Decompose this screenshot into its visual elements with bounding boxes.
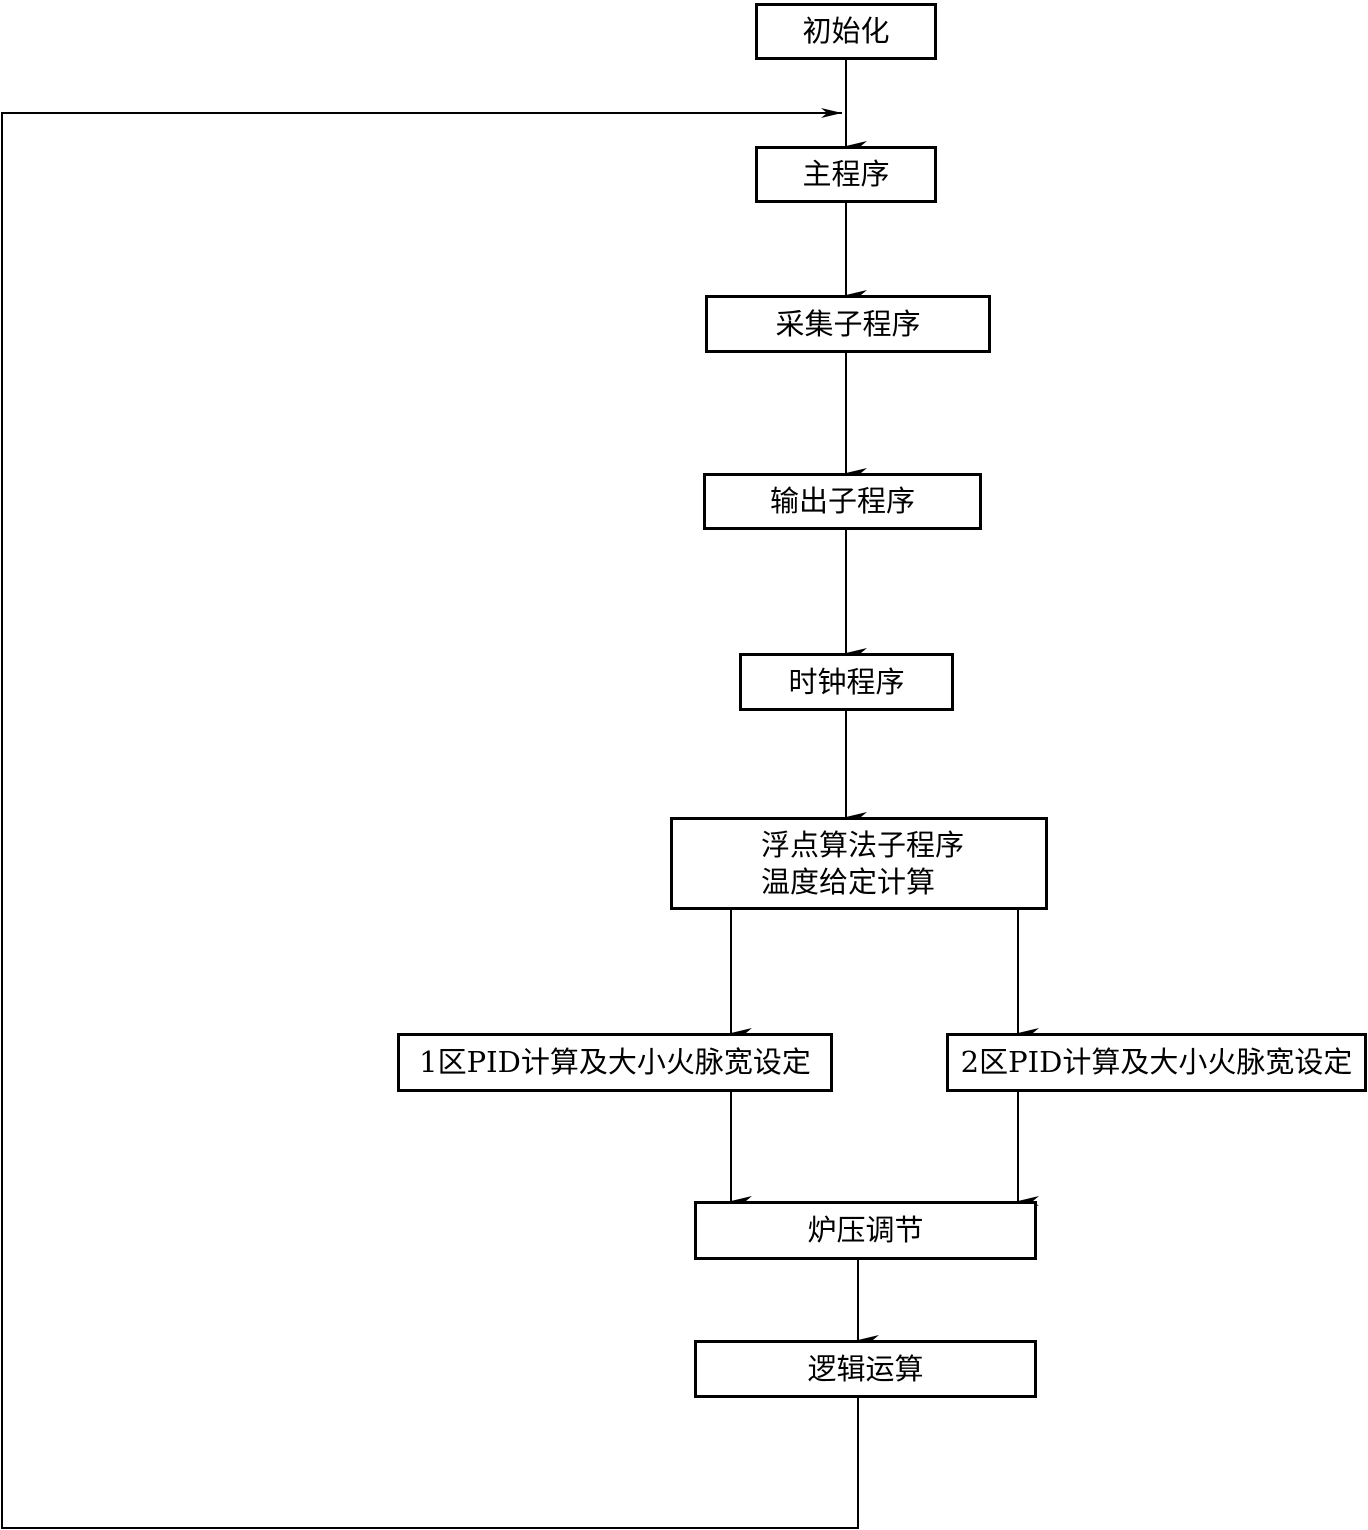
loop-back-line: [1, 108, 859, 1529]
node-acquire-label: 采集子程序: [775, 306, 921, 341]
node-logic-label: 逻辑运算: [807, 1351, 924, 1386]
node-main: 主程序: [755, 146, 937, 203]
node-pid1-label: 1区PID计算及大小火脉宽设定: [419, 1045, 811, 1080]
node-logic: 逻辑运算: [694, 1340, 1037, 1398]
node-clock: 时钟程序: [739, 653, 954, 711]
node-acquire: 采集子程序: [705, 295, 991, 353]
node-float-label-line1: 浮点算法子程序: [761, 828, 965, 863]
node-float: 浮点算法子程序 温度给定计算: [670, 817, 1048, 910]
node-clock-label: 时钟程序: [788, 664, 905, 699]
node-init-label: 初始化: [802, 14, 890, 49]
node-output: 输出子程序: [703, 473, 982, 530]
node-output-label: 输出子程序: [769, 484, 915, 519]
node-init: 初始化: [755, 3, 937, 60]
node-main-label: 主程序: [802, 157, 890, 192]
node-pid1: 1区PID计算及大小火脉宽设定: [397, 1033, 833, 1092]
node-furnace: 炉压调节: [694, 1201, 1037, 1260]
node-pid2-label: 2区PID计算及大小火脉宽设定: [960, 1045, 1353, 1080]
node-float-label-line2: 温度给定计算: [761, 864, 936, 899]
node-pid2: 2区PID计算及大小火脉宽设定: [946, 1033, 1367, 1092]
node-furnace-label: 炉压调节: [807, 1213, 924, 1248]
